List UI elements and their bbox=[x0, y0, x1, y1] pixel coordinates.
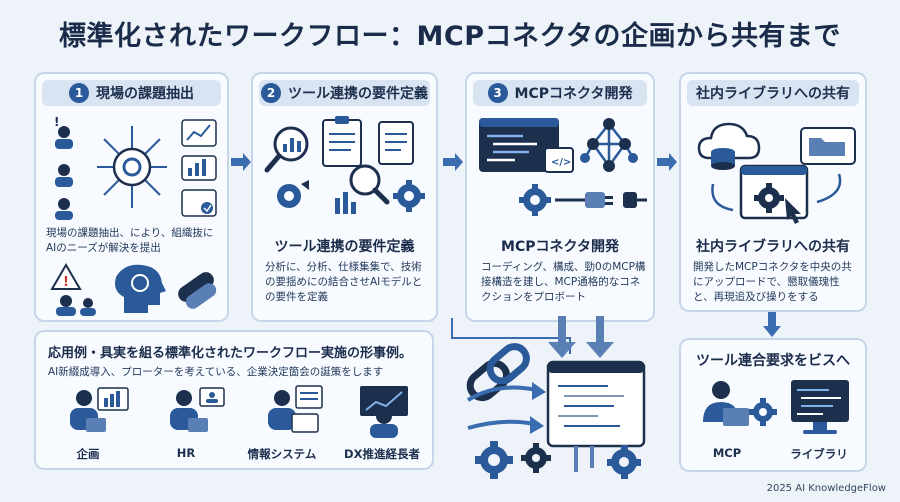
svg-text:</>: </> bbox=[551, 157, 571, 168]
examples-description: AI新綴成導入、プローターを考えている、企業決定箇会の誕策をします bbox=[48, 366, 384, 378]
request-card: ツール連合要求をビスへ MCP ライブラリ bbox=[679, 338, 867, 472]
arrow-step3-to-step4 bbox=[657, 153, 677, 171]
step-1-number: 1 bbox=[69, 83, 89, 103]
request-title: ツール連合要求をビスへ bbox=[696, 353, 850, 369]
team-people-icon bbox=[70, 385, 408, 438]
step-2-description: 分析に、分析、仕様集集で、技術の要揺めにの結合させAIモデルとの要件を定義 bbox=[265, 261, 423, 303]
person-label-planning: 企画 bbox=[76, 447, 100, 461]
footer-credit: 2025 AI KnowledgeFlow bbox=[766, 483, 886, 494]
step-3-header-label: MCPコネクタ開発 bbox=[514, 86, 633, 102]
step-1-card: 1 現場の課題抽出 ! 現場の課題抽出、により、組織抜にAIのニーズが解決を提出… bbox=[34, 72, 229, 322]
step-4-card: 社内ライブラリへの共有 社内ライブラリへの共有 開発したMCPコネクタを中央の共… bbox=[679, 72, 867, 312]
code-editor-network-icon: </> bbox=[479, 118, 647, 216]
step-4-description: 開発したMCPコネクタを中央の共にアップロードで、懇取儀瑰性と、再現追及び操りを… bbox=[693, 261, 852, 303]
step-2-header: 2 ツール連携の要件定義 bbox=[259, 80, 430, 106]
page-title: 標準化されたワークフロー：MCPコネクタの企画から共有まで bbox=[59, 21, 841, 52]
step-2-subtitle: ツール連携の要件定義 bbox=[274, 239, 415, 255]
step-2-header-label: ツール連携の要件定義 bbox=[288, 86, 428, 102]
step-2-number: 2 bbox=[261, 83, 281, 103]
step-1-header: 1 現場の課題抽出 bbox=[42, 80, 221, 106]
arrow-step2-to-step3 bbox=[443, 153, 463, 171]
arrow-step4-to-request bbox=[763, 312, 781, 337]
svg-text:!: ! bbox=[63, 275, 69, 290]
connector-development-icon bbox=[466, 316, 646, 479]
step-4-header-label: 社内ライブラリへの共有 bbox=[696, 86, 850, 102]
person-label-it: 情報システム bbox=[247, 447, 317, 461]
svg-text:!: ! bbox=[54, 115, 59, 129]
step-2-card: 2 ツール連携の要件定義 ツール連携の要件定義 分析に、分析、仕様集集で、技術の… bbox=[251, 72, 438, 322]
request-label-mcp: MCP bbox=[712, 446, 742, 460]
step-1-description: 現場の課題抽出、により、組織抜にAIのニーズが解決を提出 bbox=[46, 227, 214, 254]
step-3-subtitle: MCPコネクタ開発 bbox=[501, 239, 619, 255]
library-share-icon bbox=[697, 122, 856, 224]
request-label-library: ライブラリ bbox=[790, 447, 848, 461]
examples-title: 応用例・具実を組る標準化されたワークフロー実施の形事例。 bbox=[48, 346, 413, 361]
mcp-library-icon bbox=[703, 380, 849, 434]
requirements-analysis-icon bbox=[264, 116, 425, 214]
examples-card: 応用例・具実を組る標準化されたワークフロー実施の形事例。 AI新綴成導入、プロー… bbox=[34, 330, 434, 470]
step-3-number: 3 bbox=[487, 83, 508, 103]
step-4-header: 社内ライブラリへの共有 bbox=[687, 80, 859, 106]
step-4-subtitle: 社内ライブラリへの共有 bbox=[696, 239, 850, 255]
arrow-step1-to-step2 bbox=[231, 153, 251, 171]
ai-hub-icon: ! bbox=[54, 115, 217, 220]
person-label-hr: HR bbox=[176, 446, 196, 460]
step-1-header-label: 現場の課題抽出 bbox=[96, 86, 194, 102]
person-label-dx: DX推進経長者 bbox=[344, 447, 420, 461]
step-3-card: 3 MCPコネクタ開発 </> MCPコネクタ開発 コーディング、構成 bbox=[465, 72, 655, 322]
step-3-description: コーディング、構成、勁0のMCP構接構造を建し、MCP通格的なコネクションをプロ… bbox=[481, 261, 646, 303]
step-3-header: 3 MCPコネクタ開発 bbox=[473, 80, 647, 106]
brain-gear-icon: ! bbox=[50, 263, 217, 316]
